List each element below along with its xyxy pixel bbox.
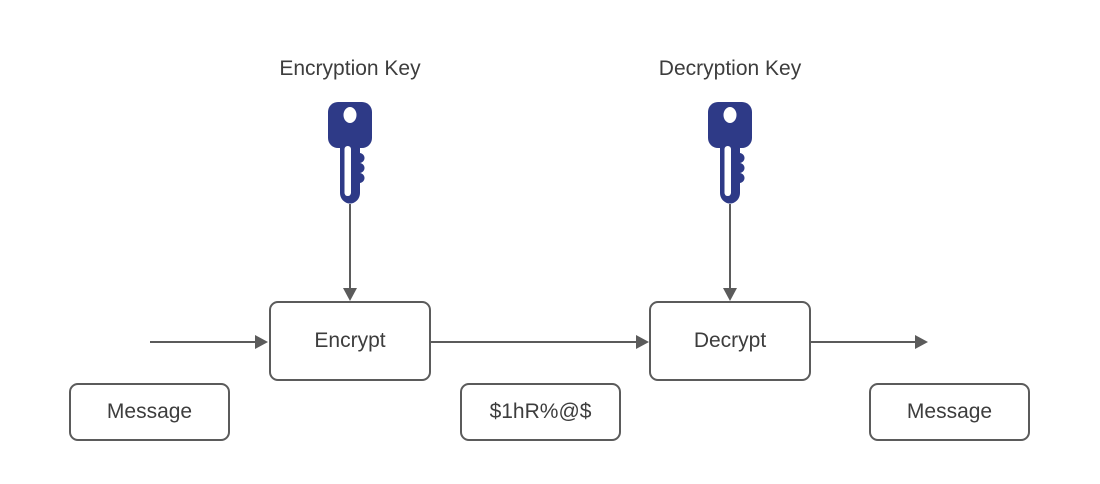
message-output-label: Message xyxy=(906,400,993,423)
encryption-key-icon xyxy=(327,101,373,204)
ciphertext-arrow-icon xyxy=(431,335,649,349)
decryption-key-arrow-icon xyxy=(723,204,737,301)
input-arrow-icon xyxy=(150,335,268,349)
ciphertext-label: $1hR%@$ xyxy=(489,400,592,423)
message-output-box: Message xyxy=(869,383,1030,441)
encryption-key-label: Encryption Key xyxy=(279,57,421,80)
decryption-key-label: Decryption Key xyxy=(658,57,802,80)
message-input-box: Message xyxy=(69,383,230,441)
output-arrow-icon xyxy=(811,335,928,349)
encrypt-box: Encrypt xyxy=(269,301,431,381)
decrypt-box: Decrypt xyxy=(649,301,811,381)
decrypt-box-label: Decrypt xyxy=(693,329,767,352)
encrypt-box-label: Encrypt xyxy=(314,329,386,352)
message-input-label: Message xyxy=(106,400,193,423)
encryption-key-arrow-icon xyxy=(343,204,357,301)
decryption-key-icon xyxy=(707,101,753,204)
ciphertext-box: $1hR%@$ xyxy=(460,383,621,441)
